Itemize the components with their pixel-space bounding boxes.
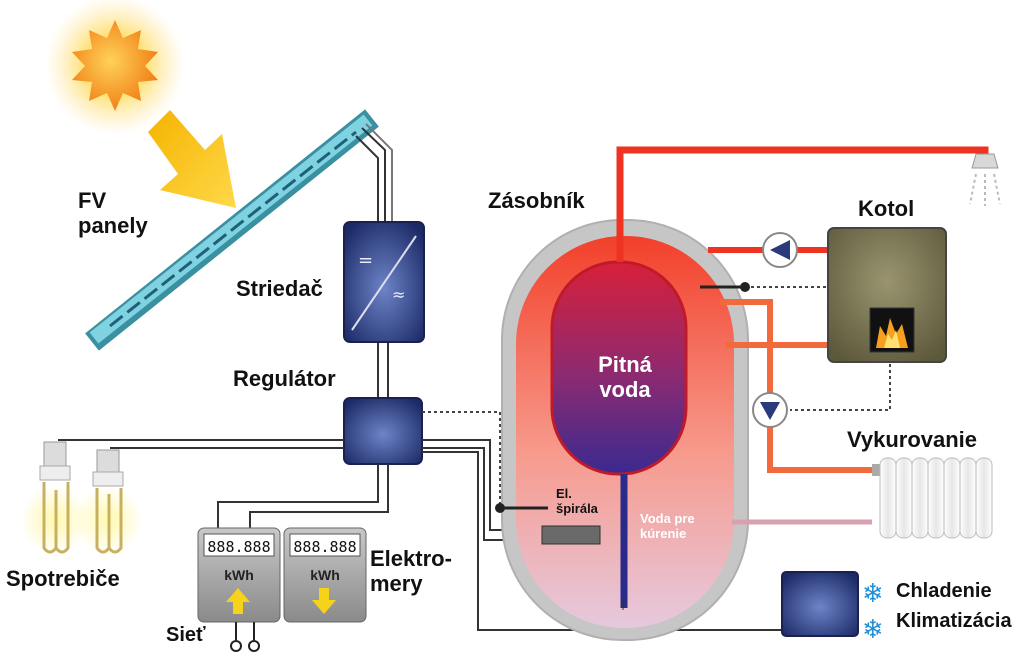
svg-text:=: = [358,250,373,271]
boiler-box [827,227,947,363]
meter-1 [197,527,281,623]
air-conditioning-label: Klimatizácia [896,610,1012,632]
inverter-box: = ≈ [343,221,425,343]
pump-top-icon [762,232,798,268]
sunlight-arrow [148,110,236,208]
drinking-water-label: Pitná voda [598,352,652,403]
cooling-label: Chladenie [896,580,992,602]
storage-tank: ↑ [501,219,749,641]
inverter-label: Striedač [236,276,323,301]
fire-icon [876,318,908,348]
boiler-label: Kotol [858,196,915,221]
pump-bottom-icon [752,392,788,428]
grid-label: Sieť [166,624,206,646]
shower-icon [969,153,1001,206]
meter-1-display: 888.888 [207,538,270,556]
heating-water-label: Voda pre kúrenie [640,511,695,541]
arrow-up-icon [226,588,250,614]
sun-icon [45,0,185,135]
light-bulb-icon [74,449,142,554]
electric-heater [495,503,601,545]
meter-2-display: 888.888 [293,538,356,556]
snowflake-icon: ❄ [862,579,884,609]
snowflake-icon: ❄ [862,615,884,645]
heating-label: Vykurovanie [847,427,978,452]
consumers-label: Spotrebiče [6,566,120,591]
arrow-down-icon [312,588,336,614]
el-spiral-label: El. špirála [556,486,598,516]
panel-wires [355,123,393,400]
storage-label: Zásobník [488,188,585,213]
svg-text:≈: ≈ [392,285,405,304]
grid-plug-icon [230,622,260,652]
svg-text:↑: ↑ [618,599,628,613]
meter-2-unit: kWh [310,567,340,583]
tank-sensor [700,282,750,292]
regulator-box [343,397,423,465]
meter-1-unit: kWh [224,567,254,583]
boiler-pipes [708,247,872,525]
solar-panel [85,109,379,351]
fv-panels-label: FV panely [78,188,148,239]
meter-2 [283,527,367,623]
cooling-unit [781,571,859,637]
meters-label: Elektro- mery [370,546,452,597]
light-bulb-icon [21,441,89,554]
radiator [872,457,993,539]
regulator-label: Regulátor [233,366,336,391]
